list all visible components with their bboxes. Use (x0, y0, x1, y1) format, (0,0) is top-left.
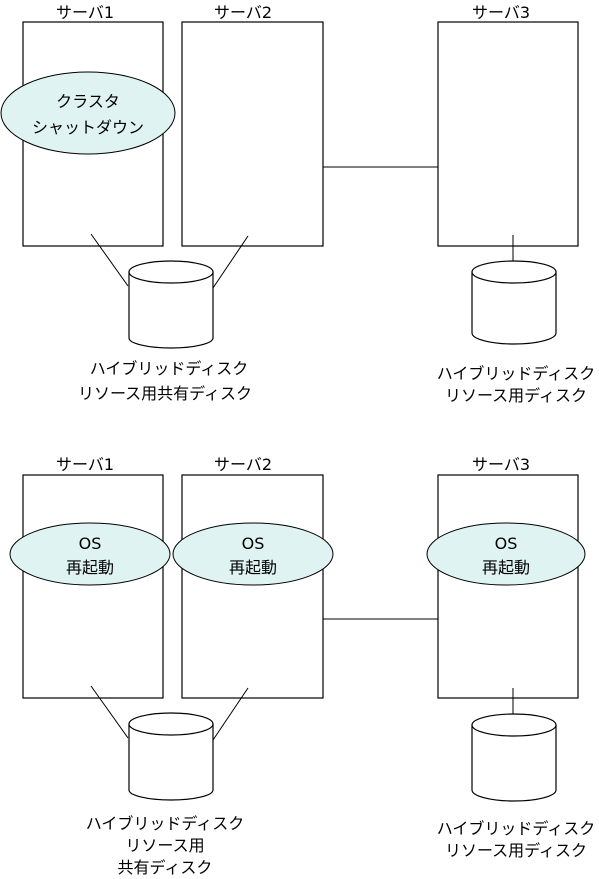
bottom-server1-os-restart-status: OS 再起動 (9, 522, 171, 586)
bottom-server3-status-line1: OS (495, 534, 518, 553)
bottom-server3-os-restart-status: OS 再起動 (426, 522, 586, 586)
bottom-shared-disk-caption-line3: 共有ディスク (118, 858, 213, 877)
bottom-server3-disk-icon (471, 713, 557, 802)
top-server3-label: サーバ3 (472, 3, 530, 22)
top-cluster-shutdown-status: クラスタ シャットダウン (0, 71, 176, 155)
bottom-server2-disk-line (212, 687, 249, 741)
top-server1-label: サーバ1 (56, 3, 114, 22)
top-server1-disk-line (90, 233, 129, 287)
bottom-server3-label: サーバ3 (472, 455, 530, 474)
bottom-server2-label: サーバ2 (214, 455, 272, 474)
top-shared-disk-icon (128, 260, 214, 349)
bottom-server2-os-restart-status: OS 再起動 (172, 522, 334, 586)
top-server3-disk-caption-line2: リソース用ディスク (445, 386, 587, 405)
bottom-server3-status-line2: 再起動 (482, 558, 530, 577)
bottom-server3-disk-caption-line2: リソース用ディスク (445, 841, 587, 860)
bottom-server2-box (181, 474, 324, 699)
top-server3-box (437, 21, 579, 247)
top-server2-label: サーバ2 (214, 3, 272, 22)
bottom-shared-disk-icon (128, 712, 214, 801)
top-server3-disk-caption-line1: ハイブリッドディスク (437, 364, 596, 383)
bottom-panel: サーバ1 サーバ2 サーバ3 OS 再起動 (9, 455, 596, 877)
bottom-server1-status-line1: OS (79, 534, 102, 553)
top-shared-disk-caption-line1: ハイブリッドディスク (90, 359, 249, 378)
top-server3-disk-icon (471, 260, 557, 345)
top-server2-box (181, 21, 324, 247)
bottom-server2-status-line2: 再起動 (229, 558, 277, 577)
top-status-line1: クラスタ (56, 92, 120, 111)
bottom-server2-status-line1: OS (242, 534, 265, 553)
bottom-server1-box (22, 474, 164, 699)
bottom-server1-disk-line (90, 685, 129, 739)
bottom-server3-box (437, 474, 579, 699)
bottom-server1-status-line2: 再起動 (66, 558, 114, 577)
bottom-server3-disk-caption-line1: ハイブリッドディスク (437, 819, 596, 838)
top-panel: サーバ1 サーバ2 サーバ3 クラスタ シャットダウン (0, 3, 596, 405)
bottom-server1-label: サーバ1 (56, 455, 114, 474)
bottom-shared-disk-caption-line2: リソース用 (125, 836, 204, 855)
bottom-shared-disk-caption-line1: ハイブリッドディスク (86, 814, 245, 833)
top-status-line2: シャットダウン (32, 118, 144, 137)
top-server2-disk-line (212, 235, 249, 289)
top-shared-disk-caption-line2: リソース用共有ディスク (78, 384, 252, 403)
